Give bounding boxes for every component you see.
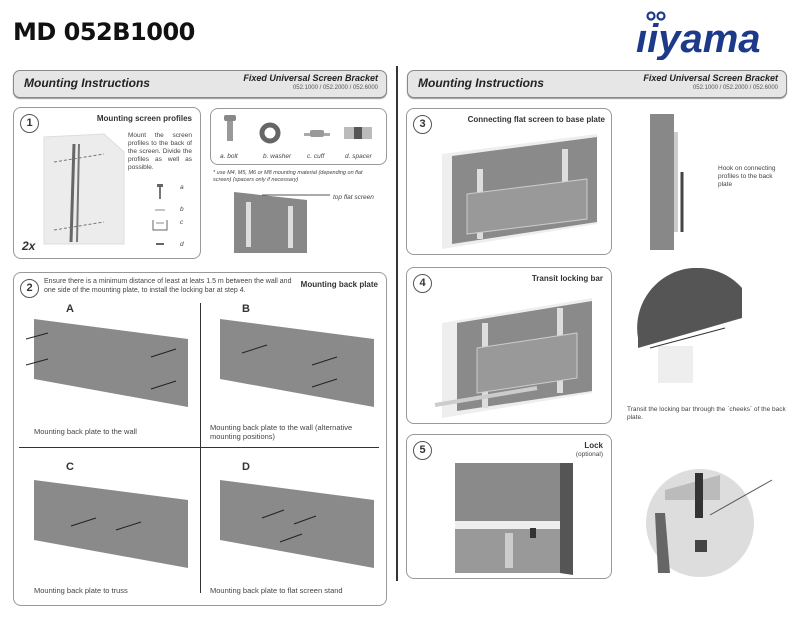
step-subtitle: (optional) — [575, 451, 603, 458]
grid-divider-v — [200, 303, 201, 593]
option-letter: A — [66, 303, 74, 315]
lock-illustration — [455, 463, 573, 575]
back-plate-alt-illustration — [220, 319, 374, 407]
step-3-note: Hook on connecting profiles to the back … — [718, 165, 776, 188]
step-1-panel: 1 Mounting screen profiles Mount the scr… — [13, 107, 201, 259]
screen-profile-illustration — [43, 133, 125, 245]
part-bolt: a. bolt — [220, 153, 238, 160]
back-plate-truss-illustration — [34, 480, 188, 568]
option-caption: Mounting back plate to flat screen stand — [210, 586, 343, 595]
step-3-panel: 3 Connecting flat screen to base plate — [406, 108, 612, 255]
step-title: Connecting flat screen to base plate — [467, 115, 605, 124]
part-washer: b. washer — [263, 153, 292, 160]
section-title: Mounting Instructions — [24, 76, 150, 90]
svg-text:ıiyama: ıiyama — [636, 17, 761, 60]
step-title: Lock — [584, 441, 603, 450]
product-codes: 052.1000 / 052.2000 / 052.6000 — [692, 85, 778, 91]
option-caption: Mounting back plate to the wall — [34, 427, 137, 436]
top-flat-screen-illustration — [234, 192, 330, 253]
part-letter: a — [180, 184, 184, 191]
locking-bar-detail-illustration — [637, 268, 742, 383]
step-4-panel: 4 Transit locking bar — [406, 267, 612, 424]
step-title: Mounting back plate — [300, 280, 378, 289]
part-letter: b — [180, 206, 184, 213]
product-name: Fixed Universal Screen Bracket — [643, 73, 778, 83]
top-flat-screen-label: top flat screen — [333, 194, 374, 201]
column-divider — [396, 66, 398, 581]
back-plate-stand-illustration — [220, 480, 374, 568]
part-letter: d — [180, 241, 184, 248]
side-view-illustration — [650, 114, 684, 250]
part-letter: c — [180, 219, 184, 226]
step-4-note: Transit the locking bar through the `che… — [627, 406, 786, 421]
lock-detail-illustration — [646, 469, 773, 577]
parts-stack-illustration — [152, 184, 168, 245]
iiyama-logo: ıiyama — [636, 11, 761, 60]
option-caption: Mounting back plate to the wall (alterna… — [210, 423, 353, 441]
model-number: MD 052B1000 — [13, 18, 195, 46]
part-cuff: c. cuff — [307, 153, 325, 160]
connect-screen-illustration — [442, 134, 597, 249]
step-5-panel: 5 Lock (optional) — [406, 434, 612, 579]
hardware-panel: a. bolt b. washer c. cuff d. spacer — [210, 108, 387, 165]
quantity-label: 2x — [22, 239, 36, 253]
step-2-panel: 2 Ensure there is a minimum distance of … — [13, 272, 387, 606]
step-1-text: Mount the screen profiles to the back of… — [128, 132, 192, 171]
product-name: Fixed Universal Screen Bracket — [243, 73, 378, 83]
step-2-text: Ensure there is a minimum distance of le… — [44, 278, 292, 294]
locking-bar-illustration — [434, 298, 592, 418]
grid-divider-h — [19, 447, 379, 448]
header-band-left: Mounting Instructions Fixed Universal Sc… — [13, 70, 387, 98]
step-title: Transit locking bar — [531, 274, 603, 283]
hardware-note: * use M4, M5, M6 or M8 mounting material… — [213, 170, 363, 183]
step-title: Mounting screen profiles — [96, 114, 192, 123]
part-spacer: d. spacer — [345, 153, 372, 160]
step-number: 4 — [413, 274, 432, 293]
option-caption: Mounting back plate to truss — [34, 586, 128, 595]
step-number: 3 — [413, 115, 432, 134]
step-number: 5 — [413, 441, 432, 460]
hardware-icons — [224, 115, 372, 144]
back-plate-wall-illustration — [26, 319, 188, 407]
step-number: 2 — [20, 279, 39, 298]
section-title: Mounting Instructions — [418, 76, 544, 90]
step-number: 1 — [20, 114, 39, 133]
option-letter: B — [242, 303, 250, 315]
option-letter: D — [242, 461, 250, 473]
option-letter: C — [66, 461, 74, 473]
product-codes: 052.1000 / 052.2000 / 052.6000 — [292, 85, 378, 91]
header-band-right: Mounting Instructions Fixed Universal Sc… — [407, 70, 787, 98]
